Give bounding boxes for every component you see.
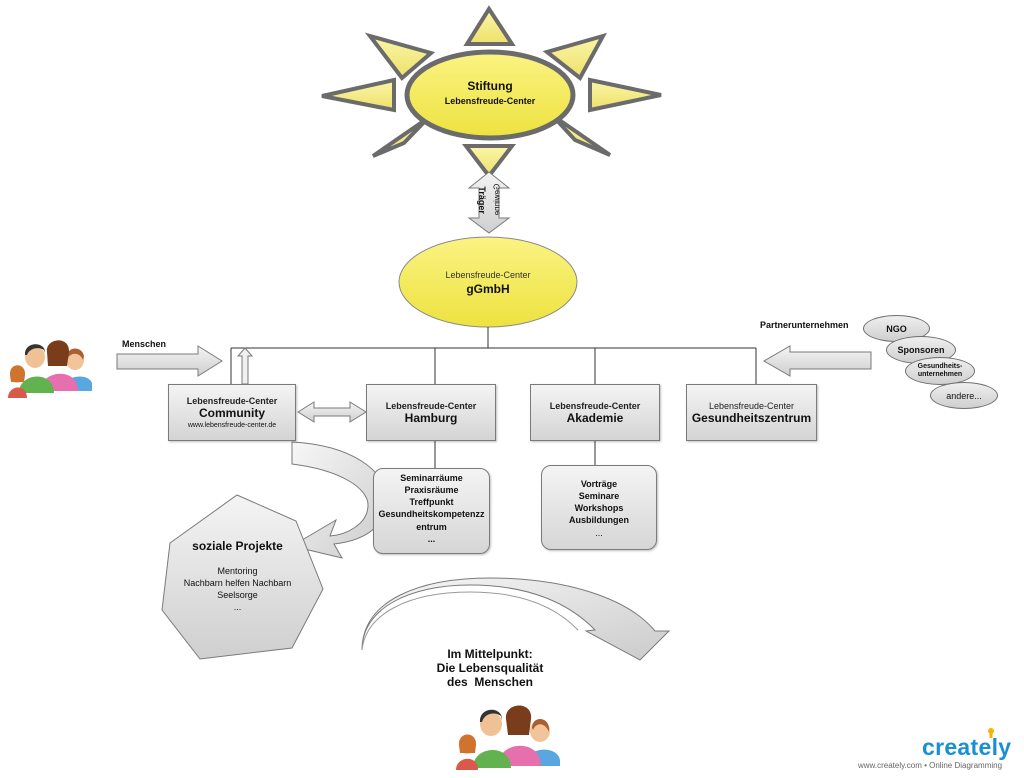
partner-oval-gesundheit: Gesundheits-unternehmen [905, 357, 975, 385]
focus-line2: Die Lebensqualität [436, 661, 544, 675]
connector-label-traeger: Träger [477, 186, 488, 214]
people-group-icon-left [8, 340, 92, 398]
creately-tagline[interactable]: www.creately.com • Online Diagramming [858, 761, 1003, 770]
unit-line1: Lebensfreude-Center [186, 396, 278, 406]
partner-oval-andere: andere... [930, 382, 998, 409]
community-hamburg-arrow [297, 401, 367, 423]
sun-ray-sw [371, 116, 430, 158]
sun-ray-ne [542, 32, 608, 82]
partner-oval-label: NGO [886, 323, 907, 334]
unit-box-hamburg: Lebensfreude-Center Hamburg [366, 384, 496, 441]
sun-rays [321, 5, 662, 180]
org-connectors [230, 327, 757, 468]
people-label: Menschen [122, 339, 167, 349]
unit-box-akademie: Lebensfreude-Center Akademie [530, 384, 660, 441]
partners-label: Partnerunternehmen [760, 320, 849, 330]
support-arrow [467, 171, 511, 234]
unit-line2: Community [199, 406, 265, 420]
detail-item: Vorträge [580, 479, 618, 489]
akademie-details-box: Vorträge Seminare Workshops Ausbildungen… [541, 465, 657, 550]
detail-item: ... [595, 527, 603, 538]
sun-ray-w [321, 77, 396, 113]
detail-item: Seminarräume [400, 473, 463, 483]
unit-line1: Lebensfreude-Center [385, 401, 477, 411]
ggmbh-line1: Lebensfreude-Center [445, 270, 531, 280]
sun-ray-nw [364, 32, 436, 81]
foundation-title: Stiftung [467, 79, 513, 93]
focus-line1: Im Mittelpunkt: [447, 647, 533, 661]
social-item: Seelsorge [217, 590, 258, 600]
unit-line2: Akademie [566, 411, 624, 425]
foundation-subtitle: Lebensfreude-Center [444, 96, 536, 106]
unit-line1: Lebensfreude-Center [549, 401, 641, 411]
sun-ray-s [461, 144, 517, 180]
detail-item: Ausbildungen [569, 515, 629, 526]
detail-item: Workshops [574, 503, 624, 514]
sun-ray-se [550, 113, 612, 157]
partner-oval-label: Sponsoren [897, 345, 945, 355]
sun-ray-e [588, 77, 662, 113]
curved-arrow-focus [361, 577, 671, 661]
detail-item: Treffpunkt [409, 497, 454, 508]
hamburg-details-box: Seminarräume Praxisräume Treffpunkt Gesu… [373, 468, 490, 554]
creately-bulb-icon [988, 728, 994, 738]
social-item: ... [233, 602, 242, 612]
detail-item: entrum [416, 521, 447, 532]
partner-oval-label: andere... [946, 390, 982, 401]
partner-input-arrow [762, 345, 872, 377]
focus-line3: des Menschen [446, 675, 534, 689]
detail-item: Seminare [578, 491, 620, 502]
social-heptagon [161, 494, 324, 660]
creately-logo[interactable]: creately [922, 734, 1012, 760]
social-item: Nachbarn helfen Nachbarn [183, 578, 292, 588]
sun-ray-n [463, 5, 516, 46]
unit-box-gesundheitszentrum: Lebensfreude-Center Gesundheitszentrum [686, 384, 817, 441]
unit-line2: Hamburg [404, 411, 458, 425]
unit-line1: Lebensfreude-Center [708, 401, 795, 411]
unit-line2: Gesundheitszentrum [691, 411, 812, 425]
ggmbh-line2: gGmbH [466, 282, 510, 296]
social-title: soziale Projekte [192, 539, 283, 553]
detail-item: Praxisräume [404, 485, 459, 496]
detail-item: Gesundheitskompetenzz [378, 509, 485, 520]
detail-item: ... [427, 533, 436, 544]
partner-oval-label: Gesundheits-unternehmen [917, 362, 963, 378]
unit-url: www.lebensfreude-center.de [187, 422, 277, 429]
social-item: Mentoring [217, 566, 258, 576]
sun-core [404, 49, 576, 141]
connector-label-gewinne: Gewinne [492, 183, 502, 216]
curved-arrow-focus-inner [361, 591, 579, 651]
unit-box-community: Lebensfreude-Center Community www.lebens… [168, 384, 296, 441]
people-input-arrow [116, 345, 223, 377]
community-up-arrow [236, 347, 254, 385]
people-group-icon-bottom [456, 705, 560, 770]
